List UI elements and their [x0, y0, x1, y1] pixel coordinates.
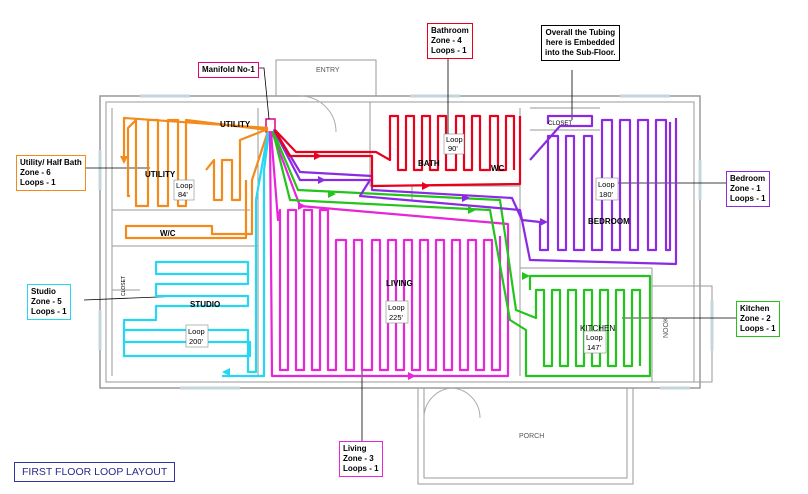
bath-loop — [274, 114, 522, 188]
building-walls — [98, 59, 714, 485]
room-label-entry: ENTRY — [316, 67, 340, 74]
room-label-wc-right: WC — [491, 164, 505, 173]
room-label-wc-left: W/C — [160, 229, 176, 238]
callout-utility-zone: Zone - 6 — [20, 168, 51, 177]
room-label-porch: PORCH — [519, 433, 544, 440]
callout-subfloor-note: Overall the Tubing here is Embedded into… — [541, 25, 620, 61]
callout-manifold: Manifold No-1 — [198, 62, 259, 78]
bedroom-loop — [273, 114, 678, 266]
room-label-bedroom: BEDROOM — [588, 217, 630, 226]
studio-loop — [122, 131, 271, 378]
callout-utility: Utility/ Half Bath Zone - 6 Loops - 1 — [16, 155, 86, 191]
callout-bathroom: Bathroom Zone - 4 Loops - 1 — [427, 23, 473, 59]
callout-studio-name: Studio — [31, 287, 56, 296]
room-label-utility: UTILITY — [145, 170, 176, 179]
room-label-nook: NOOK — [663, 317, 670, 338]
note-line-3: into the Sub-Floor. — [545, 48, 616, 57]
room-label-utility-top: UTILITY — [220, 120, 251, 129]
callout-studio: Studio Zone - 5 Loops - 1 — [27, 284, 71, 320]
loop-length-bedroom: 180' — [599, 190, 614, 199]
room-label-living: LIVING — [386, 279, 413, 288]
room-label-studio: STUDIO — [190, 300, 220, 309]
callout-bathroom-zone: Zone - 4 — [431, 36, 462, 45]
room-label-bath: BATH — [418, 159, 440, 168]
callout-living: Living Zone - 3 Loops - 1 — [339, 441, 383, 477]
room-label-closet-left: CLOSET — [121, 276, 127, 296]
callout-manifold-label: Manifold No-1 — [202, 65, 255, 74]
callout-studio-zone: Zone - 5 — [31, 297, 62, 306]
callout-living-zone: Zone - 3 — [343, 454, 374, 463]
loop-label-kitchen: Loop — [586, 333, 603, 342]
layout-title: FIRST FLOOR LOOP LAYOUT — [14, 462, 176, 482]
loop-length-bath: 90' — [448, 144, 458, 153]
loop-label-studio: Loop — [188, 327, 205, 336]
callout-bathroom-name: Bathroom — [431, 26, 469, 35]
callout-utility-name: Utility/ Half Bath — [20, 158, 82, 167]
loop-length-living: 225' — [389, 313, 404, 322]
loop-label-living: Loop — [388, 303, 405, 312]
loop-label-utility: Loop — [176, 181, 193, 190]
utility-loop — [122, 116, 270, 240]
callout-utility-loops: Loops - 1 — [20, 178, 56, 187]
callout-bedroom-name: Bedroom — [730, 174, 766, 183]
callout-living-loops: Loops - 1 — [343, 464, 379, 473]
loop-label-bath: Loop — [446, 135, 463, 144]
callout-living-name: Living — [343, 444, 367, 453]
kitchen-loop — [271, 130, 652, 378]
callout-kitchen-zone: Zone - 2 — [740, 314, 771, 323]
callout-bedroom-loops: Loops - 1 — [730, 194, 766, 203]
callout-bathroom-loops: Loops - 1 — [431, 46, 467, 55]
loop-length-studio: 200' — [189, 337, 204, 346]
loop-length-kitchen: 147' — [587, 343, 602, 352]
loop-length-utility: 84' — [178, 190, 188, 199]
note-line-1: Overall the Tubing — [545, 28, 616, 37]
callout-studio-loops: Loops - 1 — [31, 307, 67, 316]
room-label-kitchen: KITCHEN — [580, 324, 615, 333]
callout-kitchen-loops: Loops - 1 — [740, 324, 776, 333]
note-line-2: here is Embedded — [545, 38, 615, 47]
loop-label-bedroom: Loop — [598, 180, 615, 189]
callout-bedroom: Bedroom Zone - 1 Loops - 1 — [726, 171, 770, 207]
callout-bedroom-zone: Zone - 1 — [730, 184, 761, 193]
callout-kitchen: Kitchen Zone - 2 Loops - 1 — [736, 301, 780, 337]
room-label-closet-top: CLOSET — [548, 121, 572, 127]
flow-arrows — [120, 152, 548, 380]
callout-kitchen-name: Kitchen — [740, 304, 770, 313]
